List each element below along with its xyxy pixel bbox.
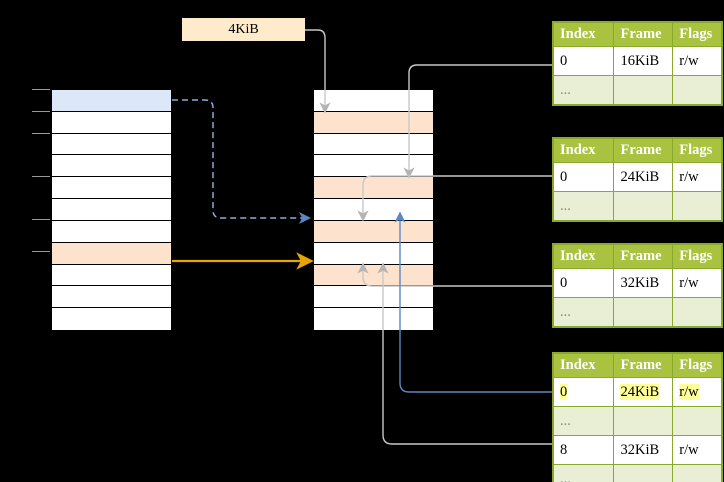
memory-cell[interactable]	[52, 308, 171, 330]
cell-index: ...	[552, 406, 615, 436]
table-header-row: Index Frame Flags	[552, 138, 722, 163]
cell-index: 0	[552, 268, 615, 298]
table-header-row: Index Frame Flags	[552, 244, 722, 269]
cell-flags: r/w	[672, 268, 722, 298]
memory-cell[interactable]	[52, 177, 171, 200]
cell-frame: 24KiB	[613, 377, 674, 407]
cell-index: ...	[552, 464, 615, 482]
header-index: Index	[552, 353, 615, 378]
size-label-4kib: 4KiB	[182, 18, 305, 41]
memory-cell[interactable]	[52, 242, 171, 265]
table-row[interactable]: 0 32KiB r/w	[552, 268, 722, 298]
header-frame: Frame	[613, 138, 674, 163]
cell-frame: 32KiB	[613, 268, 674, 298]
header-flags: Flags	[672, 22, 722, 47]
cell-index: 0	[552, 46, 615, 76]
cell-frame	[613, 297, 674, 327]
cell-flags: r/w	[672, 435, 722, 465]
memory-cell[interactable]	[314, 111, 433, 134]
cell-flags: r/w	[672, 46, 722, 76]
memory-cell[interactable]	[314, 220, 433, 243]
cell-frame-value: 24KiB	[620, 383, 660, 400]
cell-flags: r/w	[672, 162, 722, 192]
memory-cell[interactable]	[314, 90, 433, 112]
memory-cell[interactable]	[52, 133, 171, 156]
page-table-2: Index Frame Flags 0 24KiB r/w ...	[552, 137, 723, 222]
cell-frame: 16KiB	[613, 46, 674, 76]
table-row[interactable]: 0 16KiB r/w	[552, 46, 722, 76]
tick-mark	[32, 176, 50, 177]
cell-flags	[672, 297, 722, 327]
page-directory-stack	[51, 89, 172, 330]
memory-cell[interactable]	[52, 220, 171, 243]
physical-memory-stack	[313, 89, 434, 330]
tick-mark	[32, 219, 50, 220]
table-header-row: Index Frame Flags	[552, 353, 722, 378]
cell-frame	[613, 464, 674, 482]
cell-frame	[613, 75, 674, 105]
cell-index-value: 0	[560, 383, 568, 400]
cell-flags	[672, 406, 722, 436]
header-frame: Frame	[613, 22, 674, 47]
table-row[interactable]: ...	[552, 406, 722, 436]
memory-cell[interactable]	[314, 133, 433, 156]
header-index: Index	[552, 244, 615, 269]
header-flags: Flags	[672, 244, 722, 269]
header-index: Index	[552, 22, 615, 47]
cell-flags: r/w	[672, 377, 722, 407]
header-flags: Flags	[672, 353, 722, 378]
page-table-4: Index Frame Flags 0 24KiB r/w ... 8 32Ki…	[552, 352, 723, 482]
cell-index: 0	[552, 377, 615, 407]
memory-cell[interactable]	[314, 199, 433, 221]
header-flags: Flags	[672, 138, 722, 163]
cell-flags-value: r/w	[679, 383, 699, 400]
table-row[interactable]: 0 24KiB r/w	[552, 162, 722, 192]
table-row[interactable]: 8 32KiB r/w	[552, 435, 722, 465]
header-index: Index	[552, 138, 615, 163]
table-row[interactable]: ...	[552, 464, 722, 482]
memory-cell[interactable]	[52, 111, 171, 134]
memory-cell[interactable]	[314, 155, 433, 178]
memory-cell[interactable]	[314, 177, 433, 200]
memory-cell[interactable]	[314, 242, 433, 265]
memory-cell[interactable]	[52, 155, 171, 178]
tick-mark	[32, 133, 50, 134]
page-table-3: Index Frame Flags 0 32KiB r/w ...	[552, 243, 723, 328]
header-frame: Frame	[613, 353, 674, 378]
table-header-row: Index Frame Flags	[552, 22, 722, 47]
cell-flags	[672, 75, 722, 105]
memory-cell[interactable]	[52, 90, 171, 112]
cell-frame: 32KiB	[613, 435, 674, 465]
memory-cell[interactable]	[52, 199, 171, 221]
page-table-1: Index Frame Flags 0 16KiB r/w ...	[552, 21, 723, 106]
tick-mark	[32, 251, 50, 252]
wire-directory-to-memory-dashed	[172, 99, 311, 224]
table-row[interactable]: 0 24KiB r/w	[552, 377, 722, 407]
memory-cell[interactable]	[52, 264, 171, 287]
cell-frame	[613, 191, 674, 221]
tick-mark	[32, 111, 50, 112]
cell-index: ...	[552, 297, 615, 327]
memory-cell[interactable]	[314, 286, 433, 309]
table-row[interactable]: ...	[552, 191, 722, 221]
cell-index: 0	[552, 162, 615, 192]
tick-mark	[32, 89, 50, 90]
cell-frame: 24KiB	[613, 162, 674, 192]
memory-cell[interactable]	[314, 264, 433, 287]
table-row[interactable]: ...	[552, 75, 722, 105]
cell-flags	[672, 191, 722, 221]
cell-frame	[613, 406, 674, 436]
memory-cell[interactable]	[314, 308, 433, 330]
cell-index: 8	[552, 435, 615, 465]
table-row[interactable]: ...	[552, 297, 722, 327]
cell-index: ...	[552, 191, 615, 221]
memory-cell[interactable]	[52, 286, 171, 309]
cell-flags	[672, 464, 722, 482]
cell-index: ...	[552, 75, 615, 105]
header-frame: Frame	[613, 244, 674, 269]
